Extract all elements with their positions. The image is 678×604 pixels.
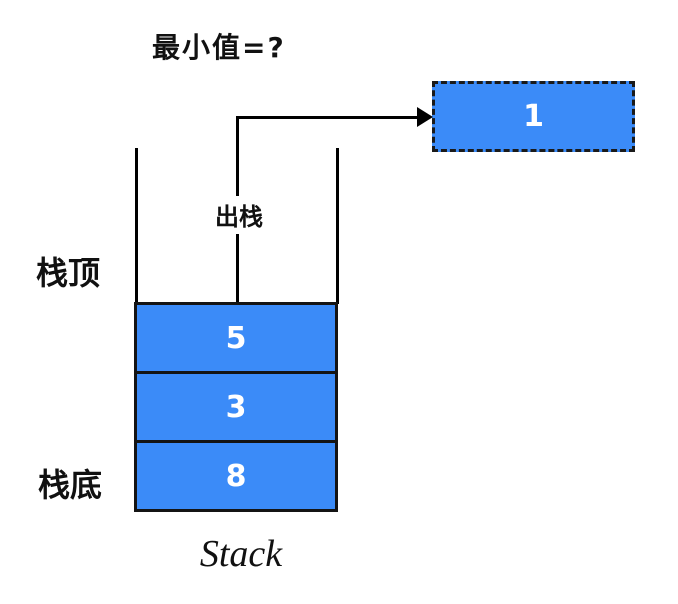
pop-arrow-line-horizontal [237, 116, 420, 119]
stack-wall-left [135, 148, 138, 304]
pop-arrow-line-upper [236, 116, 239, 196]
popped-value-box: 1 [432, 81, 635, 152]
pop-arrow-head-icon [417, 107, 433, 127]
stack-cell: 8 [134, 440, 338, 512]
popped-value: 1 [523, 99, 544, 134]
stack-caption: Stack [199, 533, 283, 575]
pop-arrow-line-lower [236, 234, 239, 302]
stack-cells: 5 3 8 [134, 302, 338, 512]
stack-bottom-label: 栈底 [38, 466, 103, 504]
stack-cell: 5 [134, 302, 338, 374]
stack-wall-right [336, 148, 339, 304]
pop-arrow-label: 出栈 [215, 203, 263, 231]
stack-top-label: 栈顶 [36, 254, 101, 292]
diagram-title: 最小值=? [152, 31, 286, 64]
stack-cell: 3 [134, 371, 338, 443]
